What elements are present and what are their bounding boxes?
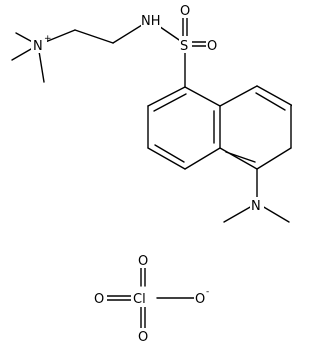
atom-o-perchlorate-top: O: [138, 254, 148, 269]
naphthalene-bonds: [147, 85, 292, 223]
atom-cl: Cl: [133, 292, 146, 307]
bond-ch2-ch2: [74, 29, 114, 44]
ring-bond: [147, 86, 186, 107]
atom-o-perchlorate-left: O: [94, 292, 104, 307]
atom-o-perchlorate-bottom: O: [138, 330, 148, 345]
charge-minus: -: [206, 287, 209, 297]
chemical-structure: N + NH S O O N Cl O O O - O: [11, 2, 292, 345]
atom-labels: N + NH S O O N Cl O O O - O: [31, 2, 264, 345]
ring-bond: [219, 147, 258, 170]
ring-double-inner: [154, 144, 185, 163]
ring-bond: [256, 85, 292, 107]
ring-bond: [219, 85, 258, 107]
ring-bond: [147, 147, 186, 170]
ring-double-inner: [255, 92, 286, 111]
ring-bond: [256, 147, 292, 170]
atom-nh: NH: [141, 14, 161, 29]
bond-n-methyl-right: [261, 205, 290, 223]
charge-plus: +: [44, 34, 52, 44]
atom-o-sulfonyl-right: O: [207, 39, 217, 54]
ring-bond: [184, 147, 221, 170]
atom-s: S: [180, 39, 188, 54]
ring-double-inner: [225, 151, 256, 163]
atom-n-cation: N: [33, 39, 43, 54]
bond-n-methyl-left: [223, 205, 253, 223]
atom-n-dimethylamino: N: [251, 199, 261, 214]
structure-diagram: N + NH S O O N Cl O O O - O: [11, 2, 292, 345]
ring-double-inner: [153, 93, 187, 112]
ring-bond: [184, 86, 221, 107]
atom-o-perchlorate-right: O: [195, 292, 205, 307]
atom-o-sulfonyl-top: O: [180, 4, 190, 19]
